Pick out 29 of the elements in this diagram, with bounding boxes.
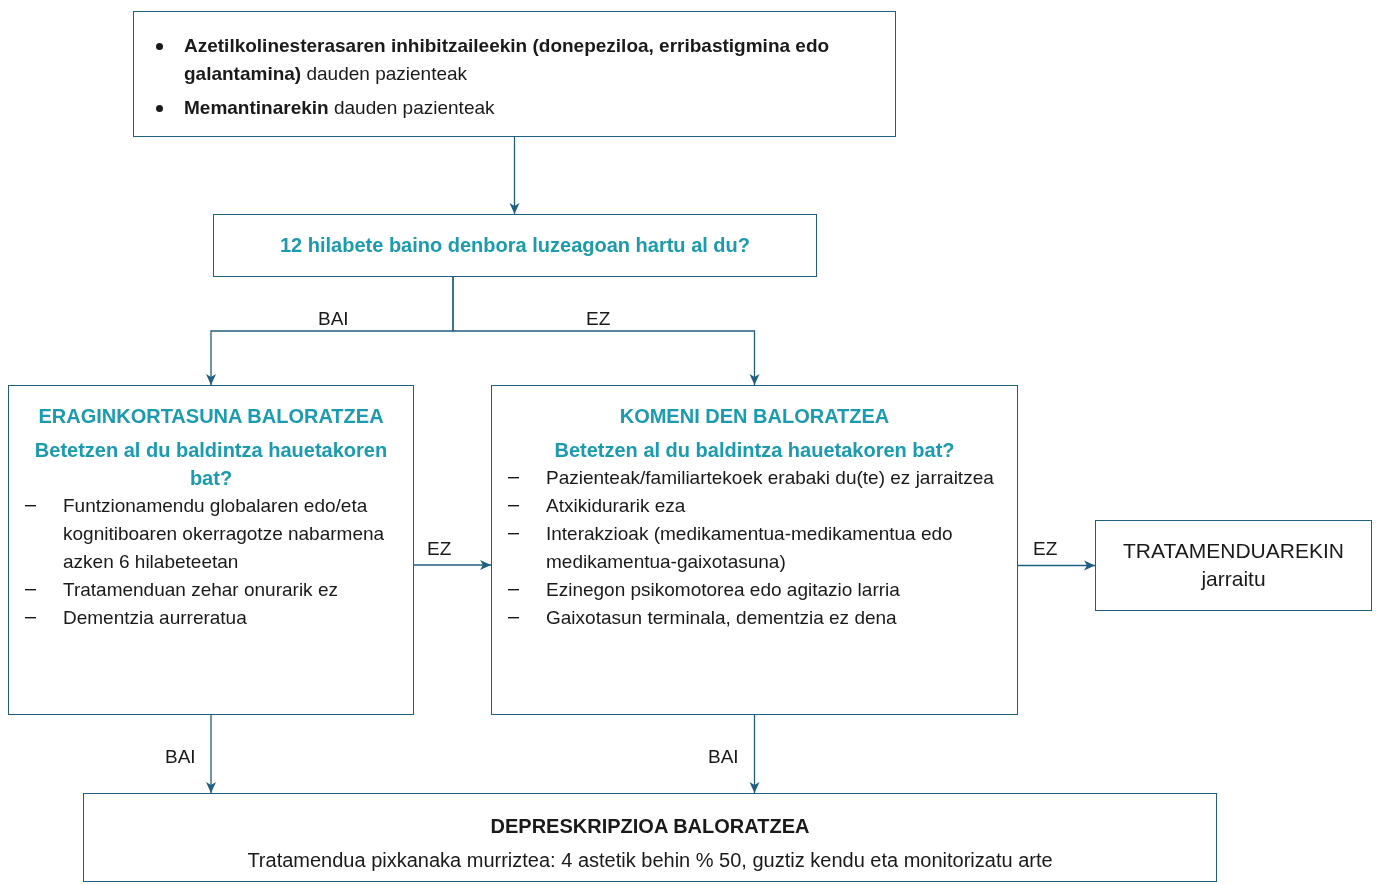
condition-item: Funtzionamendu globalaren edo/eta kognitiboaren okerragotze nabarmena azken 6 hilabeteetan [21, 492, 401, 576]
arrow [509, 136, 520, 215]
process-box [133, 11, 896, 137]
process-box [83, 793, 1217, 882]
question-text: Betetzen al du baldintza hauetakoren bat? [553, 438, 956, 463]
question-text: 12 hilabete baino denbora luzeagoan hartu al du? [278, 233, 752, 258]
process-box [213, 214, 817, 277]
question-text: Betetzen al du baldintza hauetakoren bat? [33, 438, 389, 491]
arrow [1017, 560, 1096, 571]
process-box [491, 385, 1018, 715]
process-box [1095, 520, 1372, 611]
arrow [206, 714, 216, 794]
arrow [452, 276, 760, 386]
condition-item: Ezinegon psikomotorea edo agitazio larria [504, 576, 1005, 604]
bullet-item: Memantinarekin dauden pazienteak [154, 94, 875, 122]
condition-item: Tratamenduan zehar onurarik ez [21, 576, 401, 604]
condition-item: Interakzioak (medikamentua-medikamentua edo medikamentua-gaixotasuna) [504, 520, 1005, 576]
box-heading: ERAGINKORTASUNA BALORATZEA [37, 404, 385, 429]
box-text: Tratamendua pixkanaka murriztea: 4 astetik behin % 50, guztiz kendu eta monitorizatu arte [246, 848, 1054, 873]
condition-item: Gaixotasun terminala, dementzia ez dena [504, 604, 1005, 632]
arrow [413, 560, 492, 570]
box-heading: KOMENI DEN BALORATZEA [618, 404, 891, 429]
condition-item: Atxikidurarik eza [504, 492, 1005, 520]
condition-item: Dementzia aurreratua [21, 604, 401, 632]
condition-item: Pazienteak/familiartekoek erabaki du(te) ez jarraitzea [504, 464, 1005, 492]
process-box [8, 385, 414, 715]
box-heading: DEPRESKRIPZIOA BALORATZEA [489, 814, 811, 839]
arrow [749, 714, 760, 794]
box-text: TRATAMENDUAREKIN jarraitu [1122, 538, 1345, 592]
